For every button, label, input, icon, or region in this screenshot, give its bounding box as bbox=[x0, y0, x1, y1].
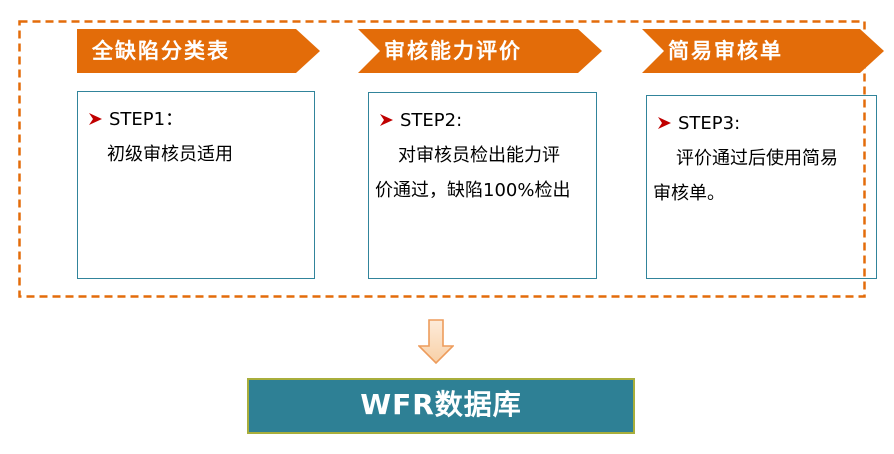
step3-label: STEP3: bbox=[678, 113, 741, 134]
step2-header-arrow: 审核能力评价 bbox=[358, 29, 602, 73]
arrowhead-right-bullet-icon bbox=[89, 113, 102, 125]
arrowhead-right-bullet-icon bbox=[380, 114, 393, 126]
step3-header-arrow: 简易审核单 bbox=[642, 29, 884, 73]
arrow-down-icon bbox=[418, 319, 454, 364]
step1-box: STEP1： 初级审核员适用 bbox=[77, 91, 315, 279]
step1-label: STEP1： bbox=[109, 109, 184, 130]
step3-title-line: STEP3: bbox=[647, 106, 876, 141]
step3-box: STEP3: 评价通过后使用简易 审核单。 bbox=[646, 95, 877, 279]
step2-title-line: STEP2: bbox=[369, 103, 596, 138]
step1-header-arrow: 全缺陷分类表 bbox=[77, 29, 320, 73]
step1-description-line: 初级审核员适用 bbox=[107, 144, 233, 165]
step3-description-line: 审核单。 bbox=[653, 183, 725, 204]
step2-description-line: 对审核员检出能力评 bbox=[398, 145, 560, 166]
wfr-database-bar: WFR数据库 bbox=[247, 378, 635, 434]
step3-description-line: 评价通过后使用简易 bbox=[676, 148, 838, 169]
step1-title-line: STEP1： bbox=[78, 102, 314, 137]
step2-label: STEP2: bbox=[400, 110, 463, 131]
step2-box: STEP2: 对审核员检出能力评 价通过，缺陷100%检出 bbox=[368, 92, 597, 279]
arrowhead-right-bullet-icon bbox=[658, 117, 671, 129]
step2-description-line: 价通过，缺陷100%检出 bbox=[375, 180, 571, 201]
